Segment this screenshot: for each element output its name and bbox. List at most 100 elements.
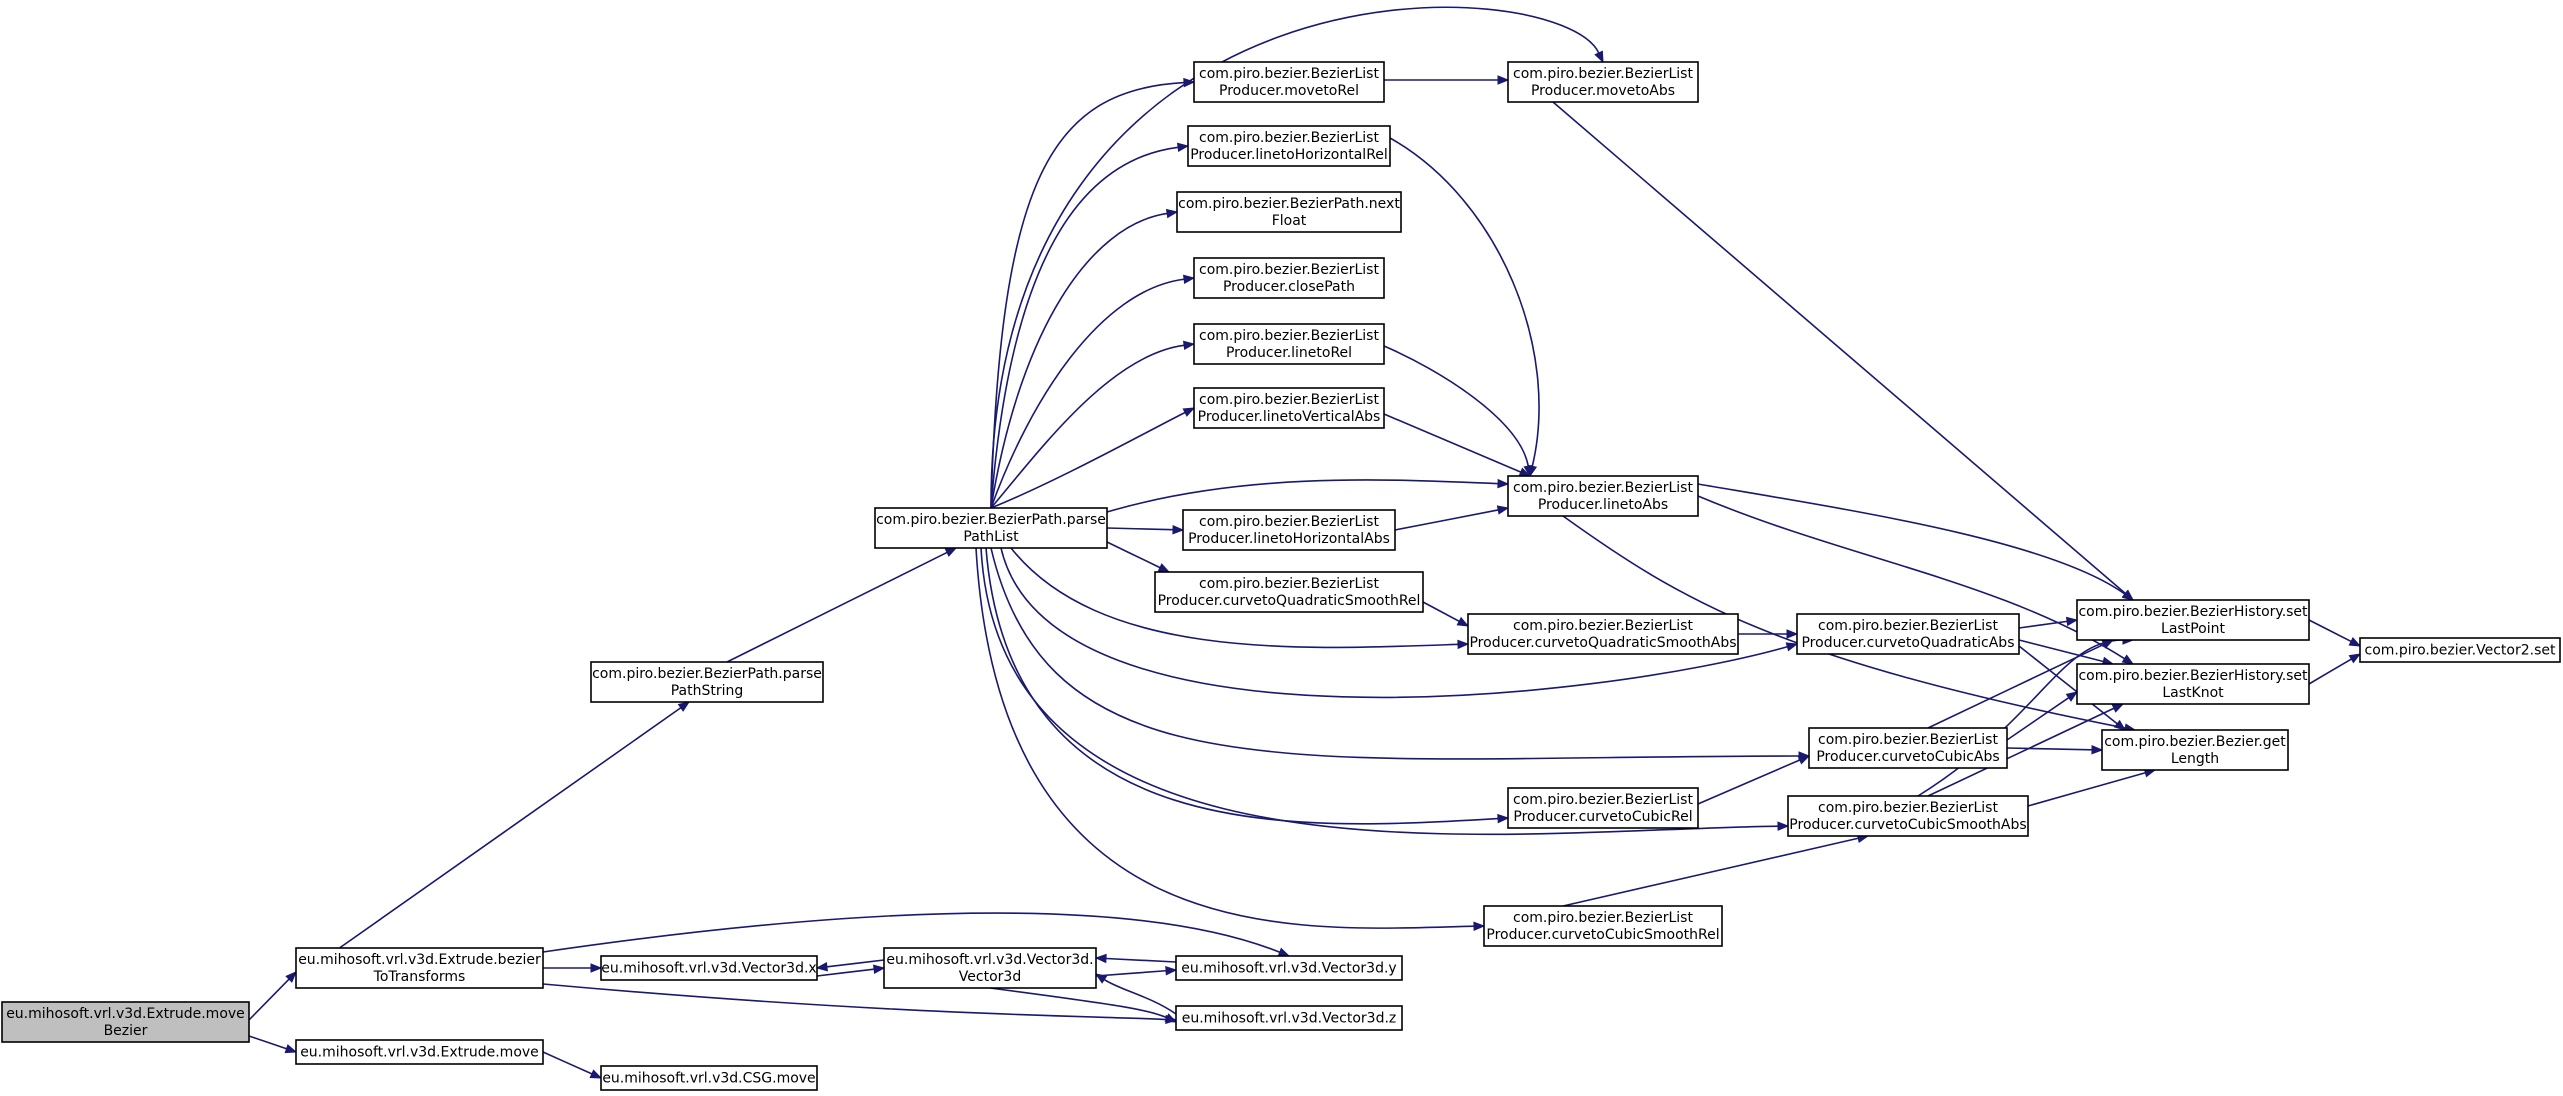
node-ccsAbs[interactable]: com.piro.bezier.BezierListProducer.curve… (1787, 795, 2029, 837)
node-linetoVertAbs[interactable]: com.piro.bezier.BezierListProducer.linet… (1193, 387, 1385, 429)
edge-line (1697, 483, 2126, 595)
edge-linetoAbs-to-setLastPoint (1697, 483, 2135, 601)
node-label: com.piro.bezier.BezierPath.next (1178, 196, 1400, 212)
edge-arrowhead (590, 963, 603, 973)
node-box (1175, 1005, 1403, 1031)
node-label: LastPoint (2161, 621, 2225, 637)
node-label: LastKnot (2162, 685, 2224, 701)
node-box (1193, 387, 1385, 429)
edge-line (990, 6, 1600, 509)
edge-parsePathList-to-linetoHorizRel (990, 142, 1190, 509)
node-cqAbs[interactable]: com.piro.bezier.BezierListProducer.curve… (1796, 613, 2020, 655)
node-movetoAbs[interactable]: com.piro.bezier.BezierListProducer.movet… (1507, 61, 1699, 103)
node-csgMove[interactable]: eu.mihosoft.vrl.v3d.CSG.move (600, 1065, 818, 1091)
node-linetoAbs[interactable]: com.piro.bezier.BezierListProducer.linet… (1507, 475, 1699, 517)
node-extrudeMove[interactable]: eu.mihosoft.vrl.v3d.Extrude.move (295, 1039, 544, 1065)
node-vecY[interactable]: eu.mihosoft.vrl.v3d.Vector3d.y (1175, 955, 1403, 981)
node-box (1507, 475, 1699, 517)
edge-ccsAbs-to-getLength (2027, 768, 2157, 807)
node-label: Producer.curvetoQuadraticSmoothRel (1158, 593, 1421, 609)
node-linetoHorizAbs[interactable]: com.piro.bezier.BezierListProducer.linet… (1182, 509, 1396, 551)
edge-linetoRel-to-linetoAbs (1383, 345, 1533, 478)
edge-parsePathList-to-ccsAbs (980, 547, 1790, 836)
node-box (1483, 905, 1723, 947)
edge-vecCtor-to-vecY (1095, 966, 1178, 977)
edge-line (2027, 771, 2146, 807)
edge-vecX-to-vecCtor (816, 964, 886, 977)
edge-arrowhead (1165, 966, 1178, 976)
node-box (295, 1039, 544, 1065)
edge-arrowhead (1497, 478, 1510, 489)
node-linetoRel[interactable]: com.piro.bezier.BezierListProducer.linet… (1193, 323, 1385, 365)
node-box (2101, 729, 2289, 771)
edge-line (1383, 345, 1530, 467)
edge-parsePathString-to-parsePathList (726, 547, 958, 663)
edge-cqsRel-to-cqsAbs (1422, 601, 1470, 627)
node-vecCtor[interactable]: eu.mihosoft.vrl.v3d.Vector3d.Vector3d (883, 947, 1097, 989)
edge-arrowhead (1164, 1013, 1178, 1023)
node-setLastPoint[interactable]: com.piro.bezier.BezierHistory.setLastPoi… (2076, 599, 2310, 641)
edge-bezierToTransforms-to-parsePathString (339, 701, 691, 949)
edge-ccAbs-to-getLength (2006, 745, 2104, 755)
node-label: com.piro.bezier.Vector2.set (2365, 643, 2556, 659)
node-label: eu.mihosoft.vrl.v3d.Vector3d.x (601, 961, 816, 977)
edge-arrowhead (285, 971, 297, 983)
edge-cqAbs-to-getLength (2018, 645, 2127, 731)
edge-arrowhead (589, 1069, 603, 1079)
edge-arrowhead (1497, 75, 1510, 85)
node-vector2Set[interactable]: com.piro.bezier.Vector2.set (2359, 637, 2561, 663)
node-bezierToTransforms[interactable]: eu.mihosoft.vrl.v3d.Extrude.bezierToTran… (295, 947, 544, 989)
node-label: Producer.movetoAbs (1531, 83, 1675, 99)
node-setLastKnot[interactable]: com.piro.bezier.BezierHistory.setLastKno… (2076, 663, 2310, 705)
node-ccRel[interactable]: com.piro.bezier.BezierListProducer.curve… (1507, 787, 1699, 829)
node-cqsAbs[interactable]: com.piro.bezier.BezierListProducer.curve… (1467, 613, 1739, 655)
edge-line (990, 212, 1168, 509)
node-box (1796, 613, 2020, 655)
node-label: Producer.curvetoQuadraticAbs (1801, 635, 2014, 651)
node-label: com.piro.bezier.BezierList (1513, 792, 1693, 808)
node-label: com.piro.bezier.BezierList (1818, 800, 1998, 816)
edge-parsePathList-to-ccRel (985, 547, 1510, 825)
node-label: Producer.linetoHorizontalAbs (1188, 531, 1390, 547)
node-label: com.piro.bezier.BezierList (1513, 66, 1693, 82)
node-label: com.piro.bezier.BezierList (1199, 392, 1379, 408)
edge-arrowhead (1523, 464, 1533, 478)
edge-moveBezier-to-extrudeMove (248, 1035, 298, 1054)
node-label: com.piro.bezier.BezierList (1513, 618, 1693, 634)
node-label: com.piro.bezier.Bezier.get (2104, 734, 2286, 750)
node-movetoRel[interactable]: com.piro.bezier.BezierListProducer.movet… (1193, 61, 1385, 103)
edge-line (975, 547, 1475, 929)
edge-arrowhead (1277, 947, 1291, 957)
edge-arrowhead (1496, 505, 1510, 515)
node-vecZ[interactable]: eu.mihosoft.vrl.v3d.Vector3d.z (1175, 1005, 1403, 1031)
node-ccAbs[interactable]: com.piro.bezier.BezierListProducer.curve… (1808, 727, 2008, 769)
edge-line (2018, 620, 2068, 629)
node-box (1787, 795, 2029, 837)
node-closePath[interactable]: com.piro.bezier.BezierListProducer.close… (1193, 257, 1385, 299)
node-box (1193, 61, 1385, 103)
edge-extrudeMove-to-csgMove (542, 1051, 603, 1079)
node-label: Producer.linetoHorizontalRel (1190, 147, 1388, 163)
node-ccsRel[interactable]: com.piro.bezier.BezierListProducer.curve… (1483, 905, 1723, 947)
edge-moveBezier-to-bezierToTransforms (248, 971, 297, 1021)
edge-arrowhead (1497, 813, 1510, 824)
node-vecX[interactable]: eu.mihosoft.vrl.v3d.Vector3d.x (600, 955, 818, 981)
node-label: PathList (963, 529, 1019, 545)
edge-arrowhead (1165, 208, 1179, 219)
edge-line (2018, 639, 2104, 663)
edge-line (542, 1051, 593, 1075)
edge-line (990, 146, 1179, 509)
node-box (600, 955, 818, 981)
node-linetoHorizRel[interactable]: com.piro.bezier.BezierListProducer.linet… (1187, 125, 1391, 167)
edge-arrowhead (1785, 642, 1799, 652)
edge-line (1697, 759, 1801, 805)
node-parsePathString[interactable]: com.piro.bezier.BezierPath.parsePathStri… (590, 661, 824, 703)
node-label: Producer.linetoRel (1226, 345, 1352, 361)
node-label: eu.mihosoft.vrl.v3d.Extrude.move (6, 1006, 245, 1022)
edge-line (542, 912, 1281, 954)
node-cqsRel[interactable]: com.piro.bezier.BezierListProducer.curve… (1154, 571, 1424, 613)
